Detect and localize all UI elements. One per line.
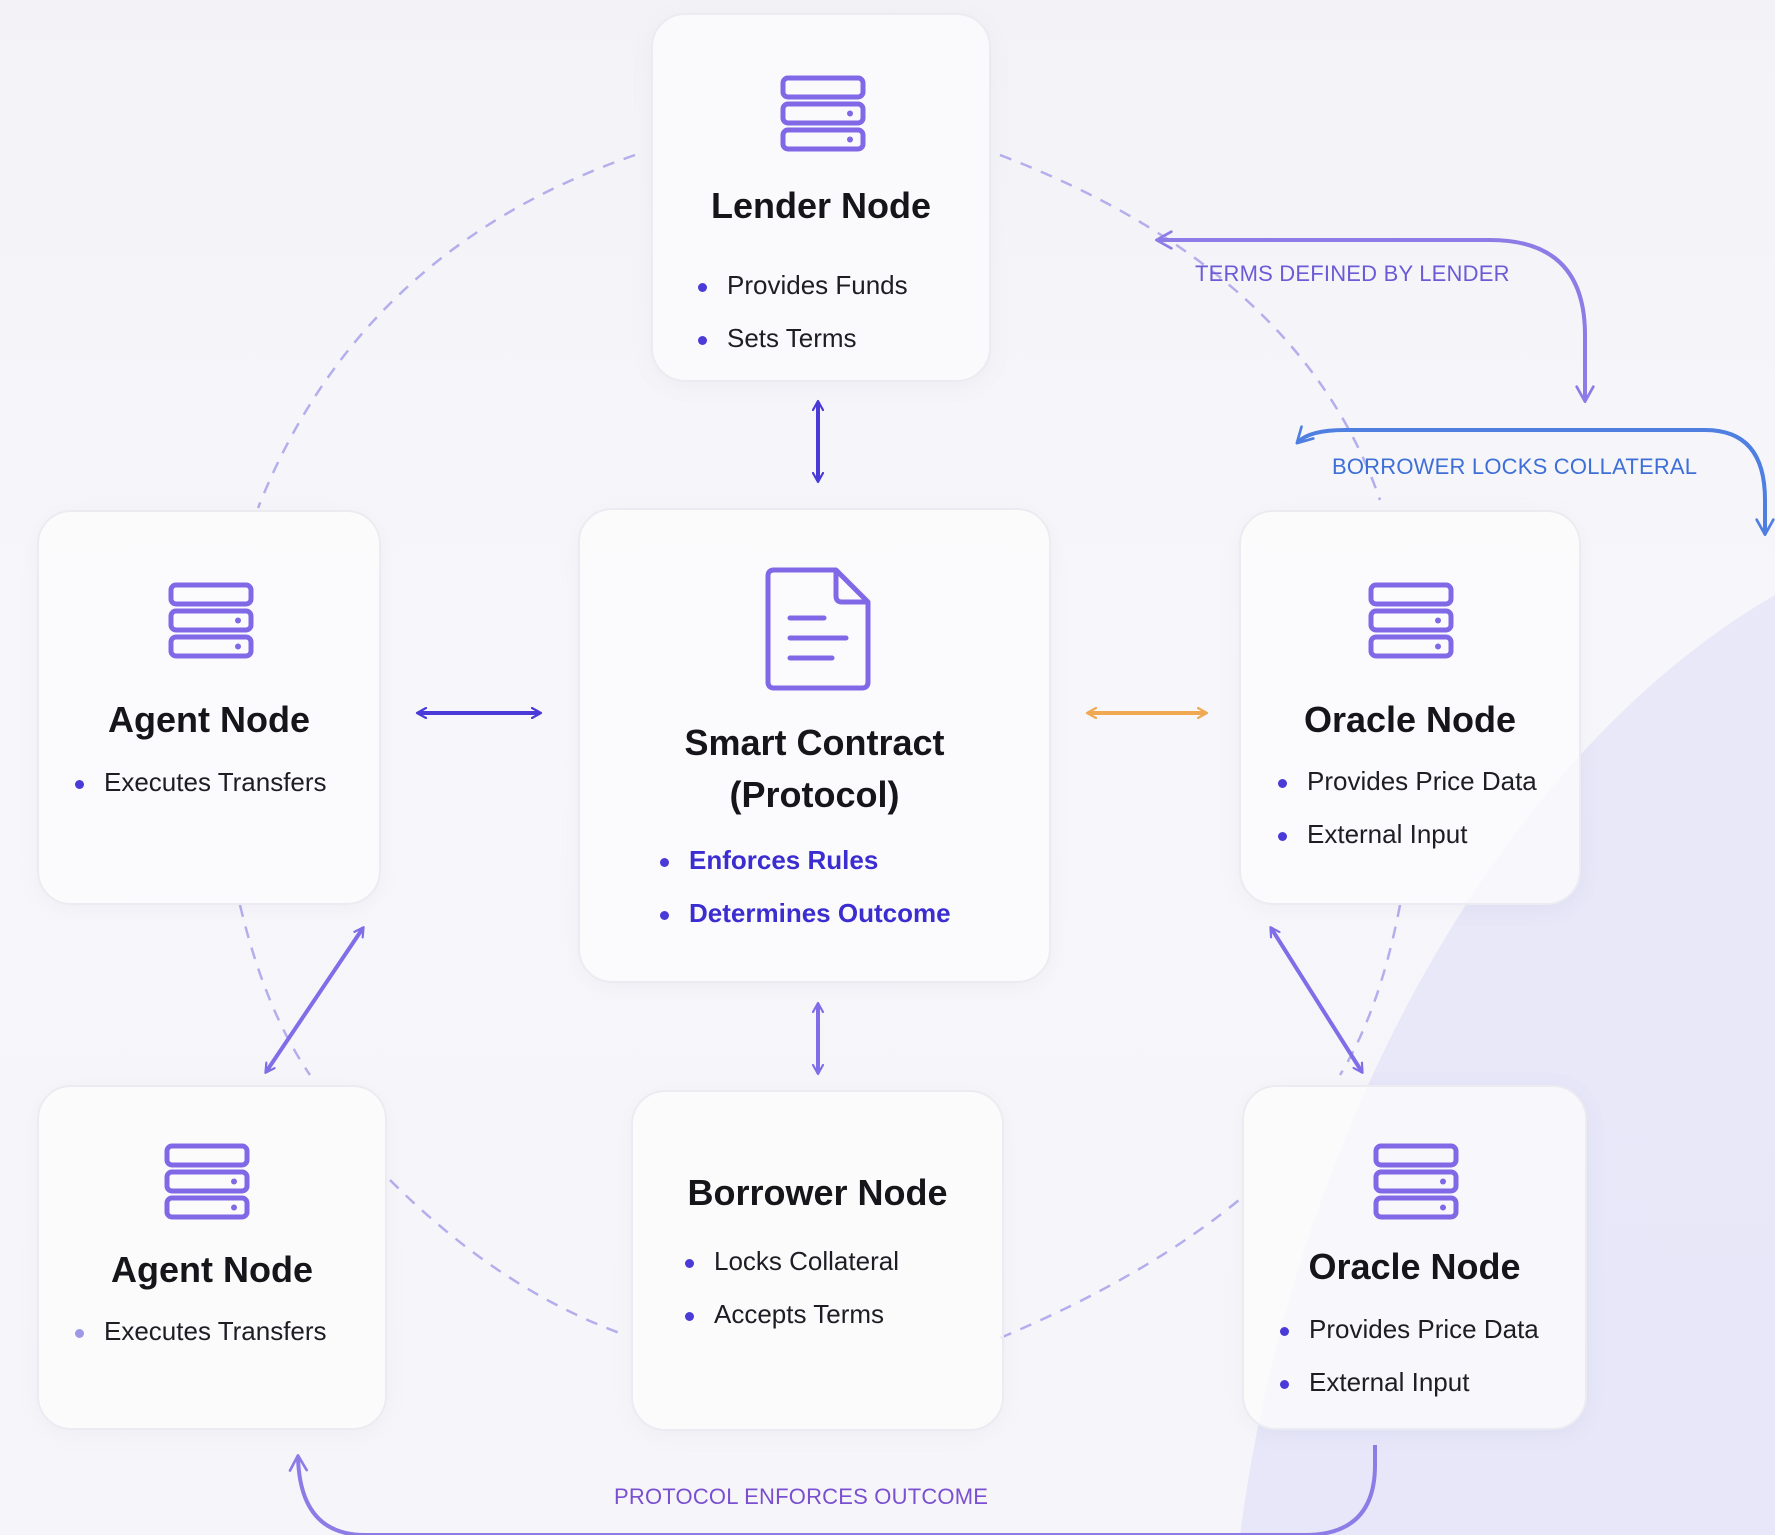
agent-item: Executes Transfers <box>75 756 327 809</box>
flow-collateral-arrow <box>1295 425 1775 536</box>
oracle-list: Provides Price Data External Input <box>1280 1303 1539 1409</box>
lender-item: Provides Funds <box>698 259 908 312</box>
server-icon <box>1373 1143 1459 1220</box>
server-icon <box>168 582 254 659</box>
server-icon <box>780 75 866 152</box>
link-oracle-oracle <box>1269 928 1364 1072</box>
borrower-item: Locks Collateral <box>685 1235 899 1288</box>
lender-title: Lender Node <box>710 185 932 226</box>
flow-label-collateral: BORROWER LOCKS COLLATERAL <box>1332 454 1698 479</box>
smart-contract-title: Smart Contract <box>684 722 945 763</box>
oracle-node-bottom[interactable]: Oracle Node Provides Price Data External… <box>1242 1085 1587 1430</box>
flow-label-outcome: PROTOCOL ENFORCES OUTCOME <box>614 1484 989 1509</box>
flow-terms-arrow <box>1155 230 1595 403</box>
smart-contract-item: Determines Outcome <box>660 887 951 940</box>
oracle-title: Oracle Node <box>1308 1246 1521 1287</box>
lender-node[interactable]: Lender Node Provides Funds Sets Terms <box>651 13 991 382</box>
oracle-item: Provides Price Data <box>1280 1303 1539 1356</box>
agent-list: Executes Transfers <box>75 756 327 809</box>
lender-list: Provides Funds Sets Terms <box>698 259 908 365</box>
borrower-list: Locks Collateral Accepts Terms <box>685 1235 899 1341</box>
server-icon <box>164 1143 250 1220</box>
link-agent-agent <box>264 928 365 1072</box>
borrower-title: Borrower Node <box>687 1172 948 1213</box>
smart-contract-subtitle: (Protocol) <box>729 774 900 815</box>
smart-contract-list: Enforces Rules Determines Outcome <box>660 834 951 940</box>
smart-contract-node[interactable]: Smart Contract (Protocol) Enforces Rules… <box>578 508 1051 983</box>
agent-list: Executes Transfers <box>75 1305 327 1358</box>
document-icon <box>765 567 871 691</box>
smart-contract-item: Enforces Rules <box>660 834 951 887</box>
oracle-item: External Input <box>1278 808 1537 861</box>
borrower-node[interactable]: Borrower Node Locks Collateral Accepts T… <box>631 1090 1004 1431</box>
oracle-node-top[interactable]: Oracle Node Provides Price Data External… <box>1239 510 1581 905</box>
agent-title: Agent Node <box>108 699 310 740</box>
agent-item: Executes Transfers <box>75 1305 327 1358</box>
oracle-title: Oracle Node <box>1303 699 1517 740</box>
lender-item: Sets Terms <box>698 312 908 365</box>
flow-outcome-arrow <box>288 1445 1377 1535</box>
oracle-item: Provides Price Data <box>1278 755 1537 808</box>
server-icon <box>1368 582 1454 659</box>
agent-node-top[interactable]: Agent Node Executes Transfers <box>37 510 381 905</box>
borrower-item: Accepts Terms <box>685 1288 899 1341</box>
flow-label-terms: TERMS DEFINED BY LENDER <box>1195 261 1510 286</box>
oracle-list: Provides Price Data External Input <box>1278 755 1537 861</box>
oracle-item: External Input <box>1280 1356 1539 1409</box>
agent-node-bottom[interactable]: Agent Node Executes Transfers <box>37 1085 387 1430</box>
agent-title: Agent Node <box>111 1249 313 1290</box>
